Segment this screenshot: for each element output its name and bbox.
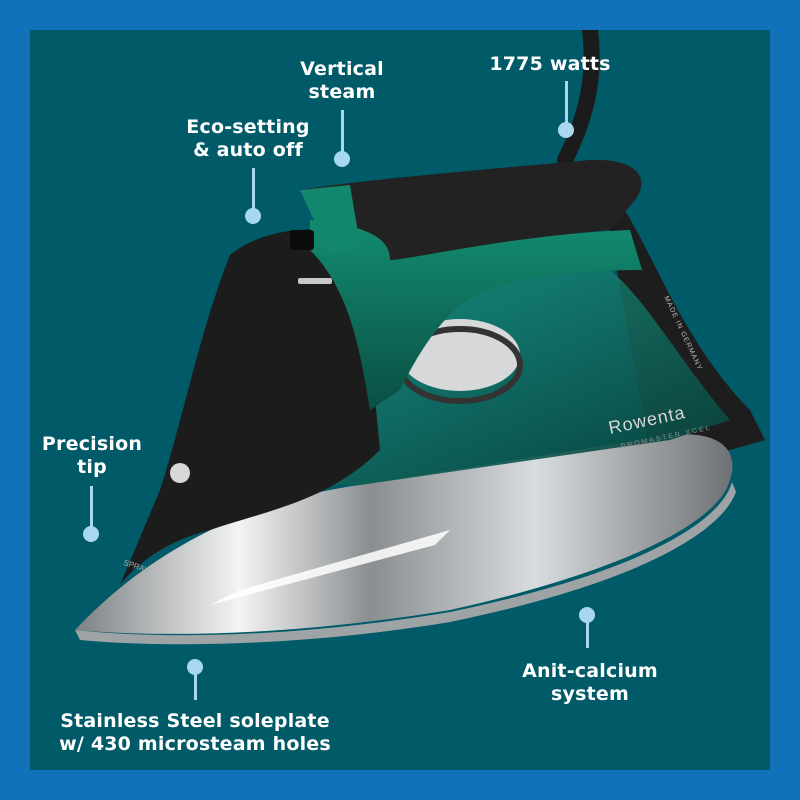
callout-vertical-steam-line xyxy=(341,110,344,155)
callout-watts-label: 1775 watts xyxy=(480,53,620,76)
callout-line: steam xyxy=(308,81,376,103)
callout-soleplate-line xyxy=(194,670,197,700)
callout-line: w/ 430 microsteam holes xyxy=(59,733,331,755)
callout-line: Stainless Steel soleplate xyxy=(60,710,330,732)
callout-line: Precision xyxy=(41,433,143,455)
callout-precision-label: Precision tip xyxy=(30,433,154,479)
callout-precision-line xyxy=(90,486,93,531)
steam-iron-image xyxy=(75,30,765,645)
callout-line: & auto off xyxy=(193,139,303,161)
callout-anticalcium-line xyxy=(586,618,589,648)
callout-watts-line xyxy=(565,81,568,131)
callout-line: Anit-calcium xyxy=(522,660,658,682)
callout-line: tip xyxy=(77,456,107,478)
callout-eco-dot xyxy=(245,208,261,224)
callout-watts-dot xyxy=(558,122,574,138)
callout-eco-line xyxy=(252,168,255,213)
callout-soleplate-label: Stainless Steel soleplate w/ 430 microst… xyxy=(30,710,360,756)
callout-line: Eco-setting xyxy=(186,116,310,138)
callout-precision-dot xyxy=(83,526,99,542)
feature-panel: Rowenta PROMASTER XCEL MADE IN GERMANY S… xyxy=(30,30,770,770)
callout-line: system xyxy=(551,683,629,705)
callout-vertical-steam-label: Vertical steam xyxy=(282,58,402,104)
callout-soleplate-dot xyxy=(187,659,203,675)
callout-vertical-steam-dot xyxy=(334,151,350,167)
callout-anticalcium-dot xyxy=(579,607,595,623)
callout-anticalcium-label: Anit-calcium system xyxy=(500,660,680,706)
callout-line: Vertical xyxy=(300,58,384,80)
callout-eco-label: Eco-setting & auto off xyxy=(178,116,318,162)
callout-line: 1775 watts xyxy=(489,53,611,75)
